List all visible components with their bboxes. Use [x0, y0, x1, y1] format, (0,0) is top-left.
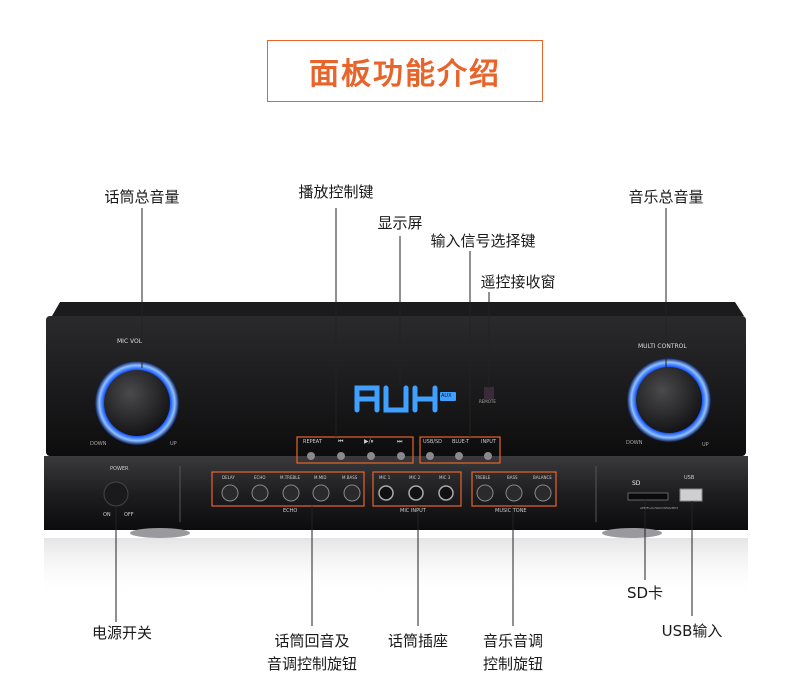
- prev-label: ⏮: [338, 438, 344, 445]
- reflection: [44, 538, 748, 598]
- sd-logo: SD: [632, 480, 641, 487]
- echo-group-label: ECHO: [283, 508, 298, 514]
- callout-echo-knobs-line1: 话筒回音及: [274, 632, 350, 650]
- callout-display: 显示屏: [377, 214, 423, 232]
- ir-label: REMOTE: [479, 399, 496, 404]
- balance-label: BALANCE: [533, 475, 552, 480]
- bass-label: BASS: [507, 475, 518, 480]
- callout-sd-card: SD卡: [626, 584, 664, 602]
- usb-port[interactable]: [679, 488, 703, 502]
- callout-tone-knobs-line2: 控制旋钮: [482, 655, 544, 673]
- power-button[interactable]: [103, 481, 129, 507]
- music-tone-group-label: MUSIC TONE: [495, 508, 527, 514]
- callout-ir-window: 遥控接收窗: [480, 273, 556, 291]
- callout-mic-jacks: 话筒插座: [387, 632, 449, 650]
- power-label: POWER: [110, 466, 129, 472]
- echo-knobs: [221, 484, 361, 502]
- page-title: 面板功能介绍: [309, 57, 501, 92]
- tone-knobs-frame: [471, 471, 557, 507]
- multi-control-label: MULTI CONTROL: [638, 343, 687, 350]
- treble-label: TREBLE: [475, 475, 491, 480]
- callout-power-switch: 电源开关: [91, 624, 153, 642]
- panel-buttons: [307, 452, 492, 460]
- power-off-label: OFF: [124, 512, 134, 518]
- mic-vol-label: MIC VOL: [117, 338, 143, 345]
- input-keys-frame: [419, 436, 501, 464]
- play-pause-label: ▶/⏸: [364, 438, 374, 445]
- right-knob-up: UP: [702, 442, 709, 448]
- repeat-label: REPEAT: [303, 439, 322, 445]
- callout-playback-keys: 播放控制键: [298, 183, 374, 201]
- playback-keys-frame: [296, 436, 414, 464]
- mic-input-group-label: MIC INPUT: [400, 508, 426, 514]
- callout-echo-knobs-line2: 音调控制旋钮: [266, 655, 358, 673]
- callout-music-volume: 音乐总音量: [628, 188, 704, 206]
- mic-volume-knob[interactable]: [104, 370, 170, 436]
- m-mid-label: M.MID: [314, 475, 327, 480]
- sd-slot[interactable]: [627, 492, 669, 501]
- delay-label: DELAY: [222, 475, 235, 480]
- power-on-label: ON: [103, 512, 111, 518]
- usb-label: USB: [684, 475, 695, 481]
- mic-jacks: [378, 485, 454, 501]
- next-label: ⏭: [397, 438, 403, 445]
- title-frame: 面板功能介绍: [267, 40, 543, 102]
- aux-badge: [440, 392, 456, 401]
- mic3-label: MIC 3: [439, 475, 451, 480]
- display-badge: AUX: [441, 393, 452, 399]
- led-display: [354, 385, 438, 413]
- left-knob-down: DOWN: [90, 441, 107, 447]
- echo-label: ECHO: [254, 475, 266, 480]
- m-bass-label: M.BASS: [342, 475, 358, 480]
- format-text: APE/FLAC/WAV/WMA/MP3: [640, 506, 678, 510]
- mic-jacks-frame: [372, 471, 462, 507]
- leader-lines: [115, 208, 693, 626]
- lid-top: [52, 302, 744, 316]
- m-treble-label: M.TREBLE: [280, 475, 300, 480]
- left-knob-up: UP: [170, 441, 177, 447]
- ir-window: [484, 387, 494, 399]
- callout-tone-knobs-line1: 音乐音调: [482, 632, 544, 650]
- blue-t-label: BLUE-T: [452, 439, 470, 445]
- tone-knobs: [476, 484, 552, 502]
- mic2-label: MIC 2: [409, 475, 421, 480]
- usb-sd-label: USB/SD: [423, 439, 442, 445]
- echo-knobs-frame: [211, 471, 365, 507]
- input-label: INPUT: [481, 439, 496, 445]
- multi-control-knob[interactable]: [636, 367, 702, 433]
- callout-mic-volume: 话筒总音量: [104, 188, 180, 206]
- mic1-label: MIC 1: [379, 475, 391, 480]
- right-knob-down: DOWN: [626, 440, 643, 446]
- callout-usb-input: USB输入: [661, 622, 723, 640]
- callout-input-select: 输入信号选择键: [430, 232, 536, 250]
- upper-panel: [46, 316, 746, 456]
